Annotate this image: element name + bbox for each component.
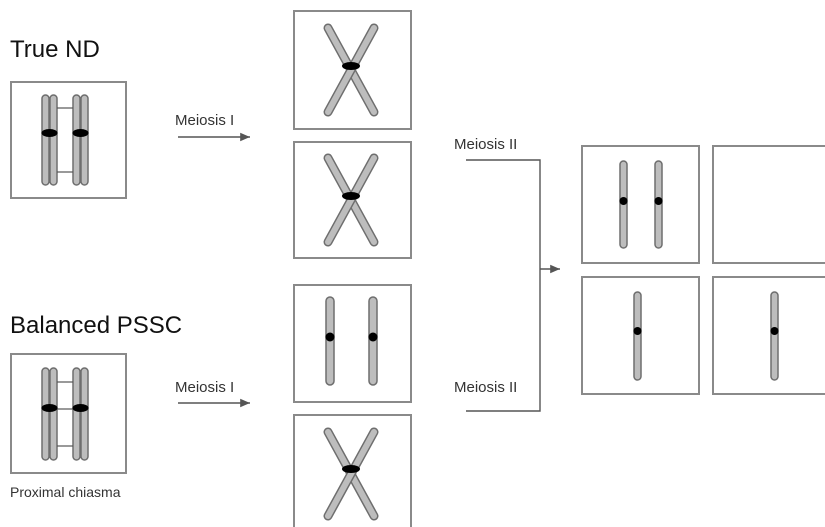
gamete-1 [581,145,700,264]
centromere [325,332,335,342]
mi-product-box [293,284,412,403]
chromatid [770,291,779,381]
chromatid [49,94,58,186]
meiosis-2-bracket [466,159,541,412]
meiosis-1-top-label: Meiosis I [175,112,235,129]
chromatid [41,367,50,461]
meiosis-2-bottom-label: Meiosis II [454,379,518,396]
mi-product-1 [293,10,412,130]
centromere [72,404,89,412]
proximal-chiasma-caption: Proximal chiasma [10,484,121,500]
mi-product-2 [293,141,412,259]
meiosis-1-bottom-label: Meiosis I [175,379,235,396]
chromatid [49,367,58,461]
chromatid [41,94,50,186]
true-nd-cell [10,81,127,199]
centromere [72,129,89,137]
gamete-4 [712,276,825,395]
centromere [342,465,360,473]
centromere [41,129,58,137]
centromere [654,197,663,205]
balanced-pssc-title: Balanced PSSC [10,312,183,339]
centromere [368,332,378,342]
meiosis-2-top-label: Meiosis II [454,136,518,153]
gamete-box [581,145,700,264]
gamete-box [712,145,825,264]
balanced-pssc-cell [10,353,127,474]
mi-product-3 [293,284,412,403]
balanced-pssc-box [10,353,127,474]
centromere [342,62,360,70]
mi-product-4 [293,414,412,527]
centromere [41,404,58,412]
true-nd-title: True ND [10,36,100,63]
centromere [342,192,360,200]
gamete-2-empty [712,145,825,264]
true-nd-box [10,81,127,199]
chromatid [72,367,81,461]
chromatid [80,94,89,186]
centromere [633,327,642,335]
chromatid [72,94,81,186]
centromere [619,197,628,205]
gamete-box [712,276,825,395]
chromatid [633,291,642,381]
centromere [770,327,779,335]
chromatid [80,367,89,461]
gamete-3 [581,276,700,395]
